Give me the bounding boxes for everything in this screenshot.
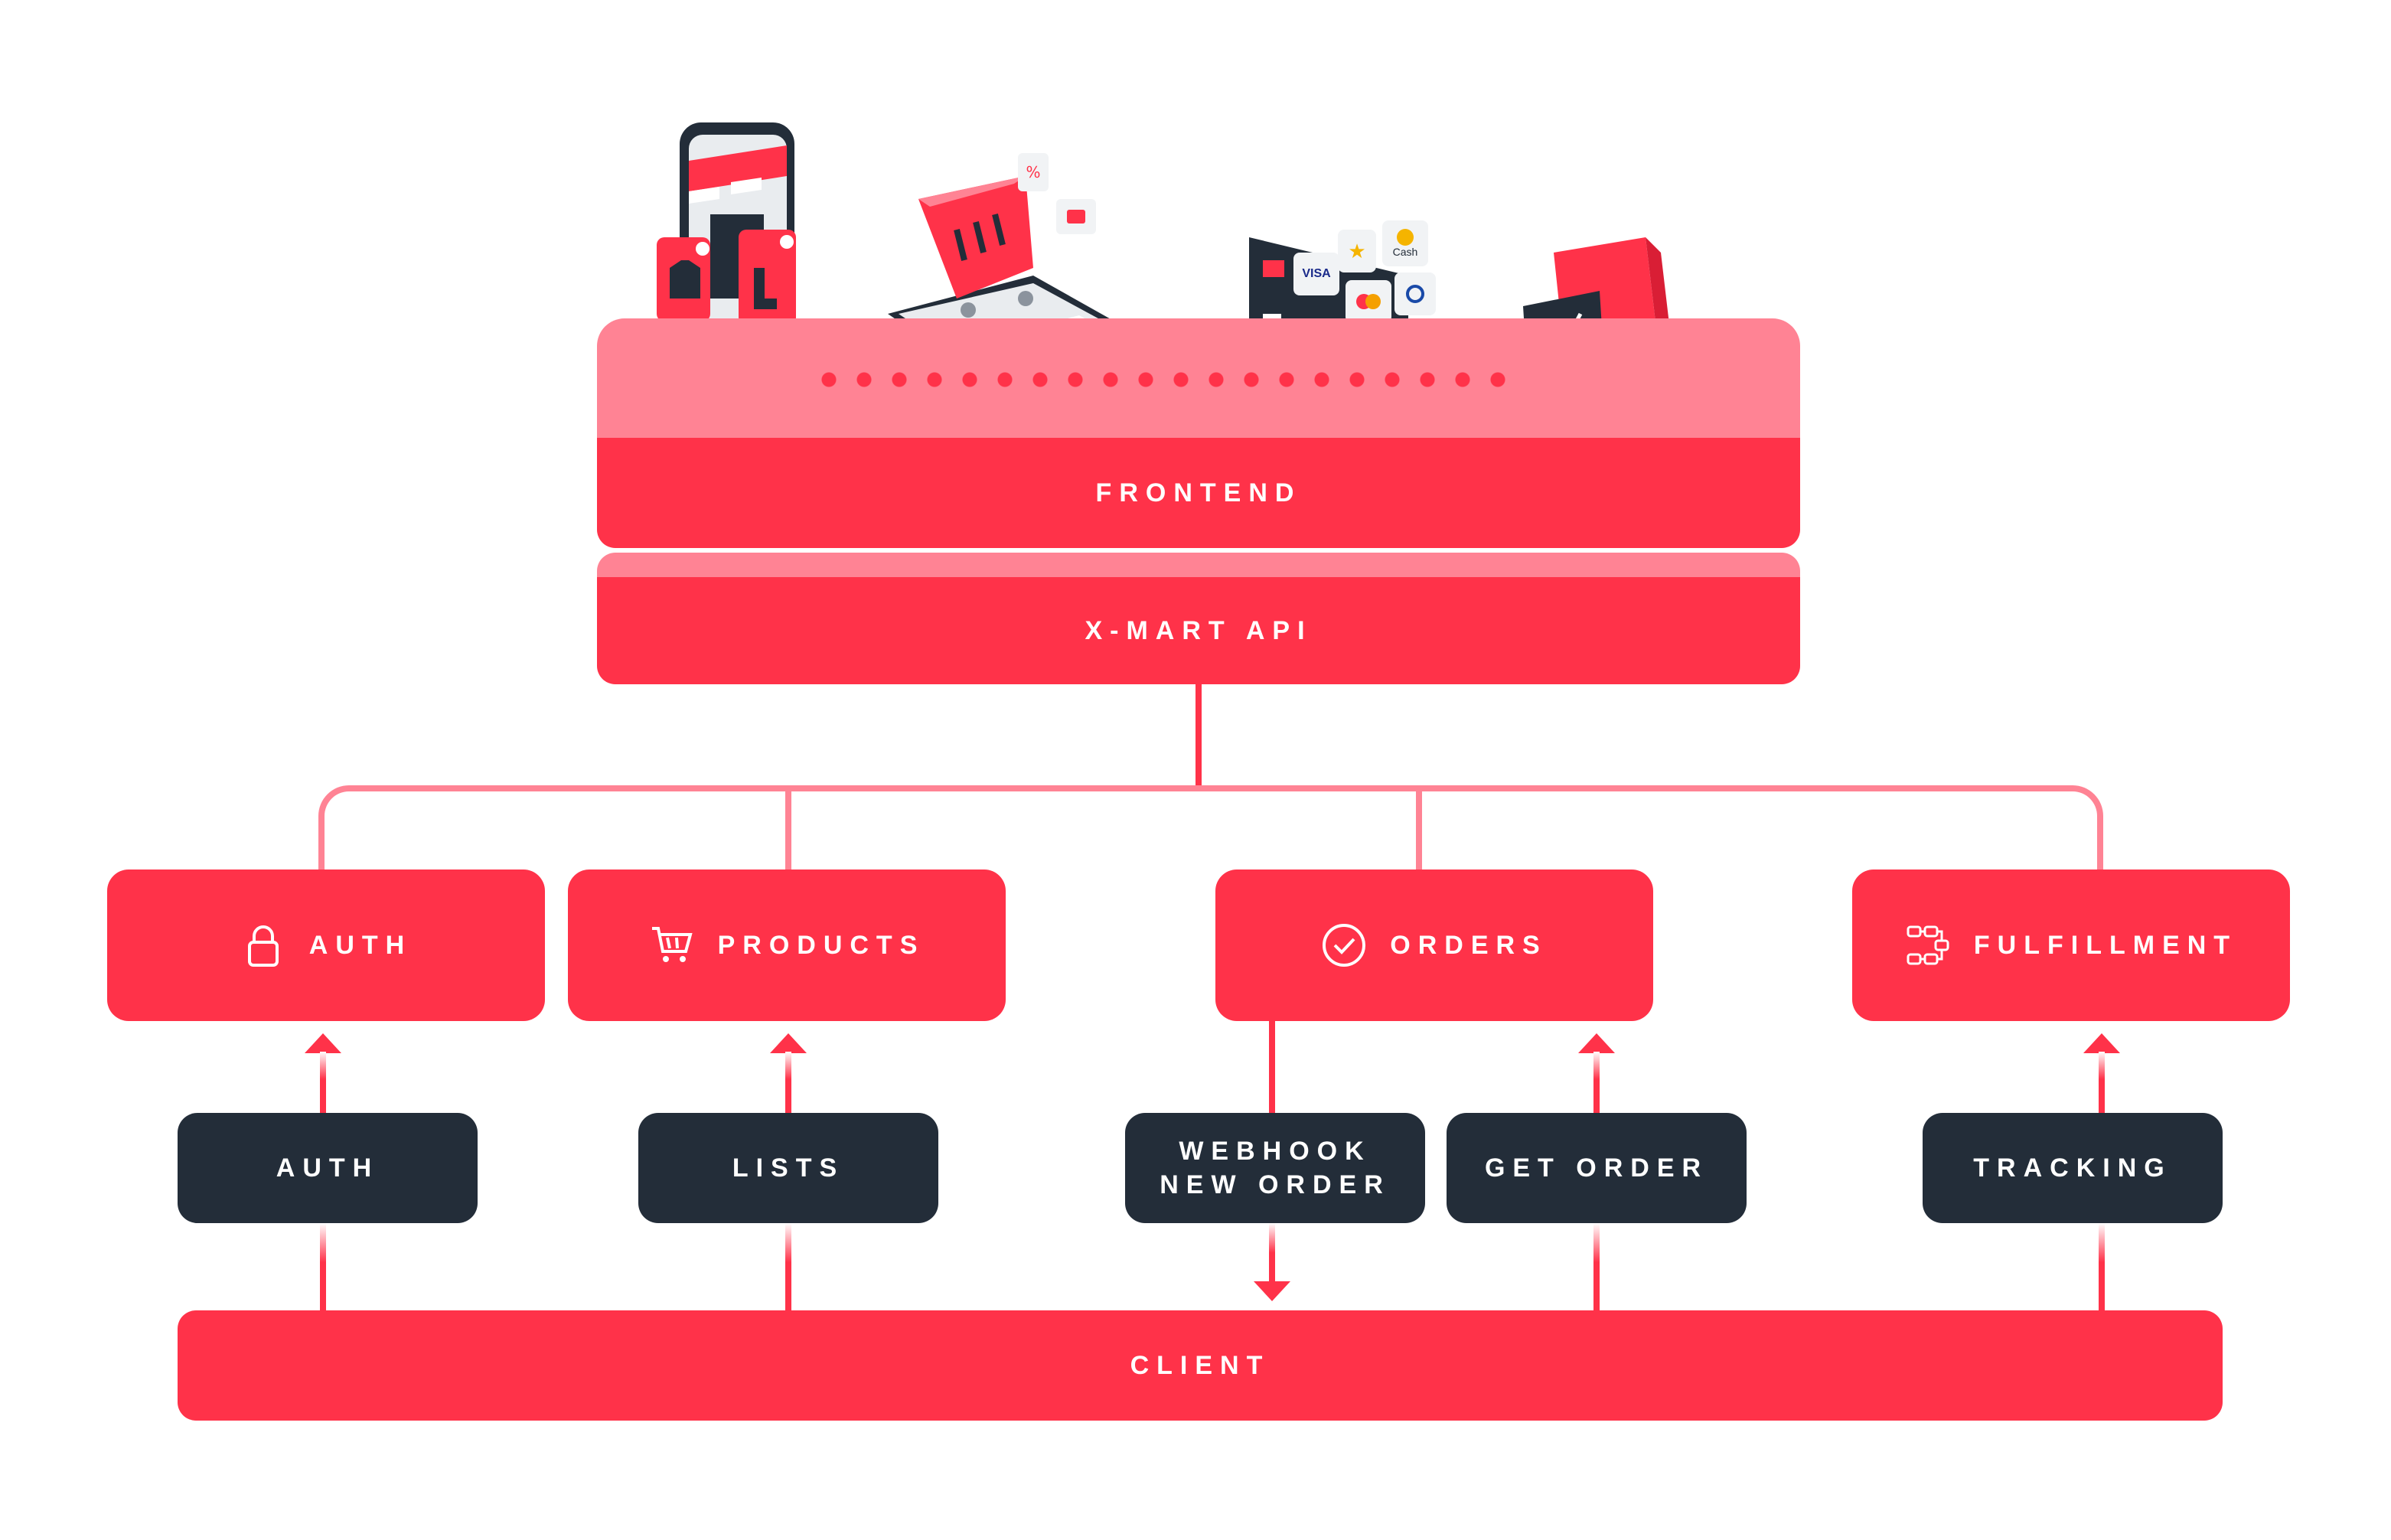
- lists-arrow-head: [770, 1033, 807, 1053]
- webhook-arrow-line-top: [1269, 1021, 1275, 1113]
- api-layer: X-MART API: [597, 577, 1800, 684]
- auth-arrow-head: [305, 1033, 341, 1053]
- client-layer: CLIENT: [178, 1310, 2223, 1421]
- webhook-arrow-head: [1254, 1281, 1290, 1301]
- client-get-order-line: [1593, 1223, 1600, 1310]
- client-lists-line: [785, 1223, 791, 1310]
- endpoint-auth-label: AUTH: [276, 1153, 380, 1183]
- svg-text:%: %: [1026, 163, 1040, 181]
- auth-arrow-line: [320, 1052, 326, 1113]
- api-layer-top: [597, 553, 1800, 577]
- endpoint-webhook-new-order[interactable]: WEBHOOK NEW ORDER: [1125, 1113, 1425, 1223]
- api-connector: [1196, 684, 1202, 788]
- lock-icon: [247, 925, 279, 967]
- service-products[interactable]: PRODUCTS: [568, 870, 1006, 1021]
- diners-badge: [1394, 272, 1436, 315]
- frontend-layer-dots: [811, 372, 1515, 387]
- api-label: X-MART API: [1085, 615, 1313, 645]
- client-label: CLIENT: [1130, 1350, 1271, 1380]
- lists-arrow-line: [785, 1052, 791, 1113]
- service-orders-label: ORDERS: [1390, 930, 1548, 960]
- endpoint-get-order-label: GET ORDER: [1484, 1153, 1709, 1183]
- flow-chain-icon: [1907, 925, 1949, 965]
- cash-badge-label: Cash: [1392, 246, 1418, 258]
- service-auth[interactable]: AUTH: [107, 870, 545, 1021]
- coin-icon: [1397, 229, 1414, 246]
- endpoint-tracking[interactable]: TRACKING: [1923, 1113, 2223, 1223]
- endpoint-tracking-label: TRACKING: [1973, 1153, 2172, 1183]
- endpoint-get-order[interactable]: GET ORDER: [1447, 1113, 1747, 1223]
- endpoint-lists[interactable]: LISTS: [638, 1113, 938, 1223]
- service-auth-label: AUTH: [308, 930, 413, 960]
- star-icon: ★: [1348, 239, 1366, 263]
- check-circle-icon: [1323, 924, 1366, 967]
- products-connector: [785, 788, 791, 870]
- service-fulfillment-label: FULFILLMENT: [1973, 930, 2238, 960]
- endpoint-webhook-label: WEBHOOK NEW ORDER: [1160, 1137, 1391, 1199]
- service-products-label: PRODUCTS: [717, 930, 925, 960]
- endpoint-auth[interactable]: AUTH: [178, 1113, 478, 1223]
- distribution-bus: [318, 785, 2103, 877]
- visa-badge-label: VISA: [1302, 267, 1331, 280]
- frontend-layer: FRONTEND: [597, 438, 1800, 548]
- shopping-cart-icon: [651, 927, 693, 962]
- mastercard-badge: [1346, 280, 1391, 323]
- client-auth-line: [320, 1223, 326, 1310]
- service-orders[interactable]: ORDERS: [1215, 870, 1653, 1021]
- visa-badge: VISA: [1293, 253, 1339, 295]
- client-tracking-line: [2099, 1223, 2105, 1310]
- star-badge: ★: [1338, 230, 1376, 272]
- endpoint-lists-label: LISTS: [732, 1153, 845, 1183]
- orders-connector: [1416, 788, 1422, 870]
- get-order-arrow-head: [1578, 1033, 1615, 1053]
- frontend-label: FRONTEND: [1095, 478, 1302, 507]
- get-order-arrow-line: [1593, 1052, 1600, 1113]
- tracking-arrow-head: [2083, 1033, 2120, 1053]
- cash-badge: Cash: [1382, 220, 1428, 266]
- webhook-client-line: [1269, 1223, 1275, 1289]
- service-fulfillment[interactable]: FULFILLMENT: [1852, 870, 2290, 1021]
- tracking-arrow-line: [2099, 1052, 2105, 1113]
